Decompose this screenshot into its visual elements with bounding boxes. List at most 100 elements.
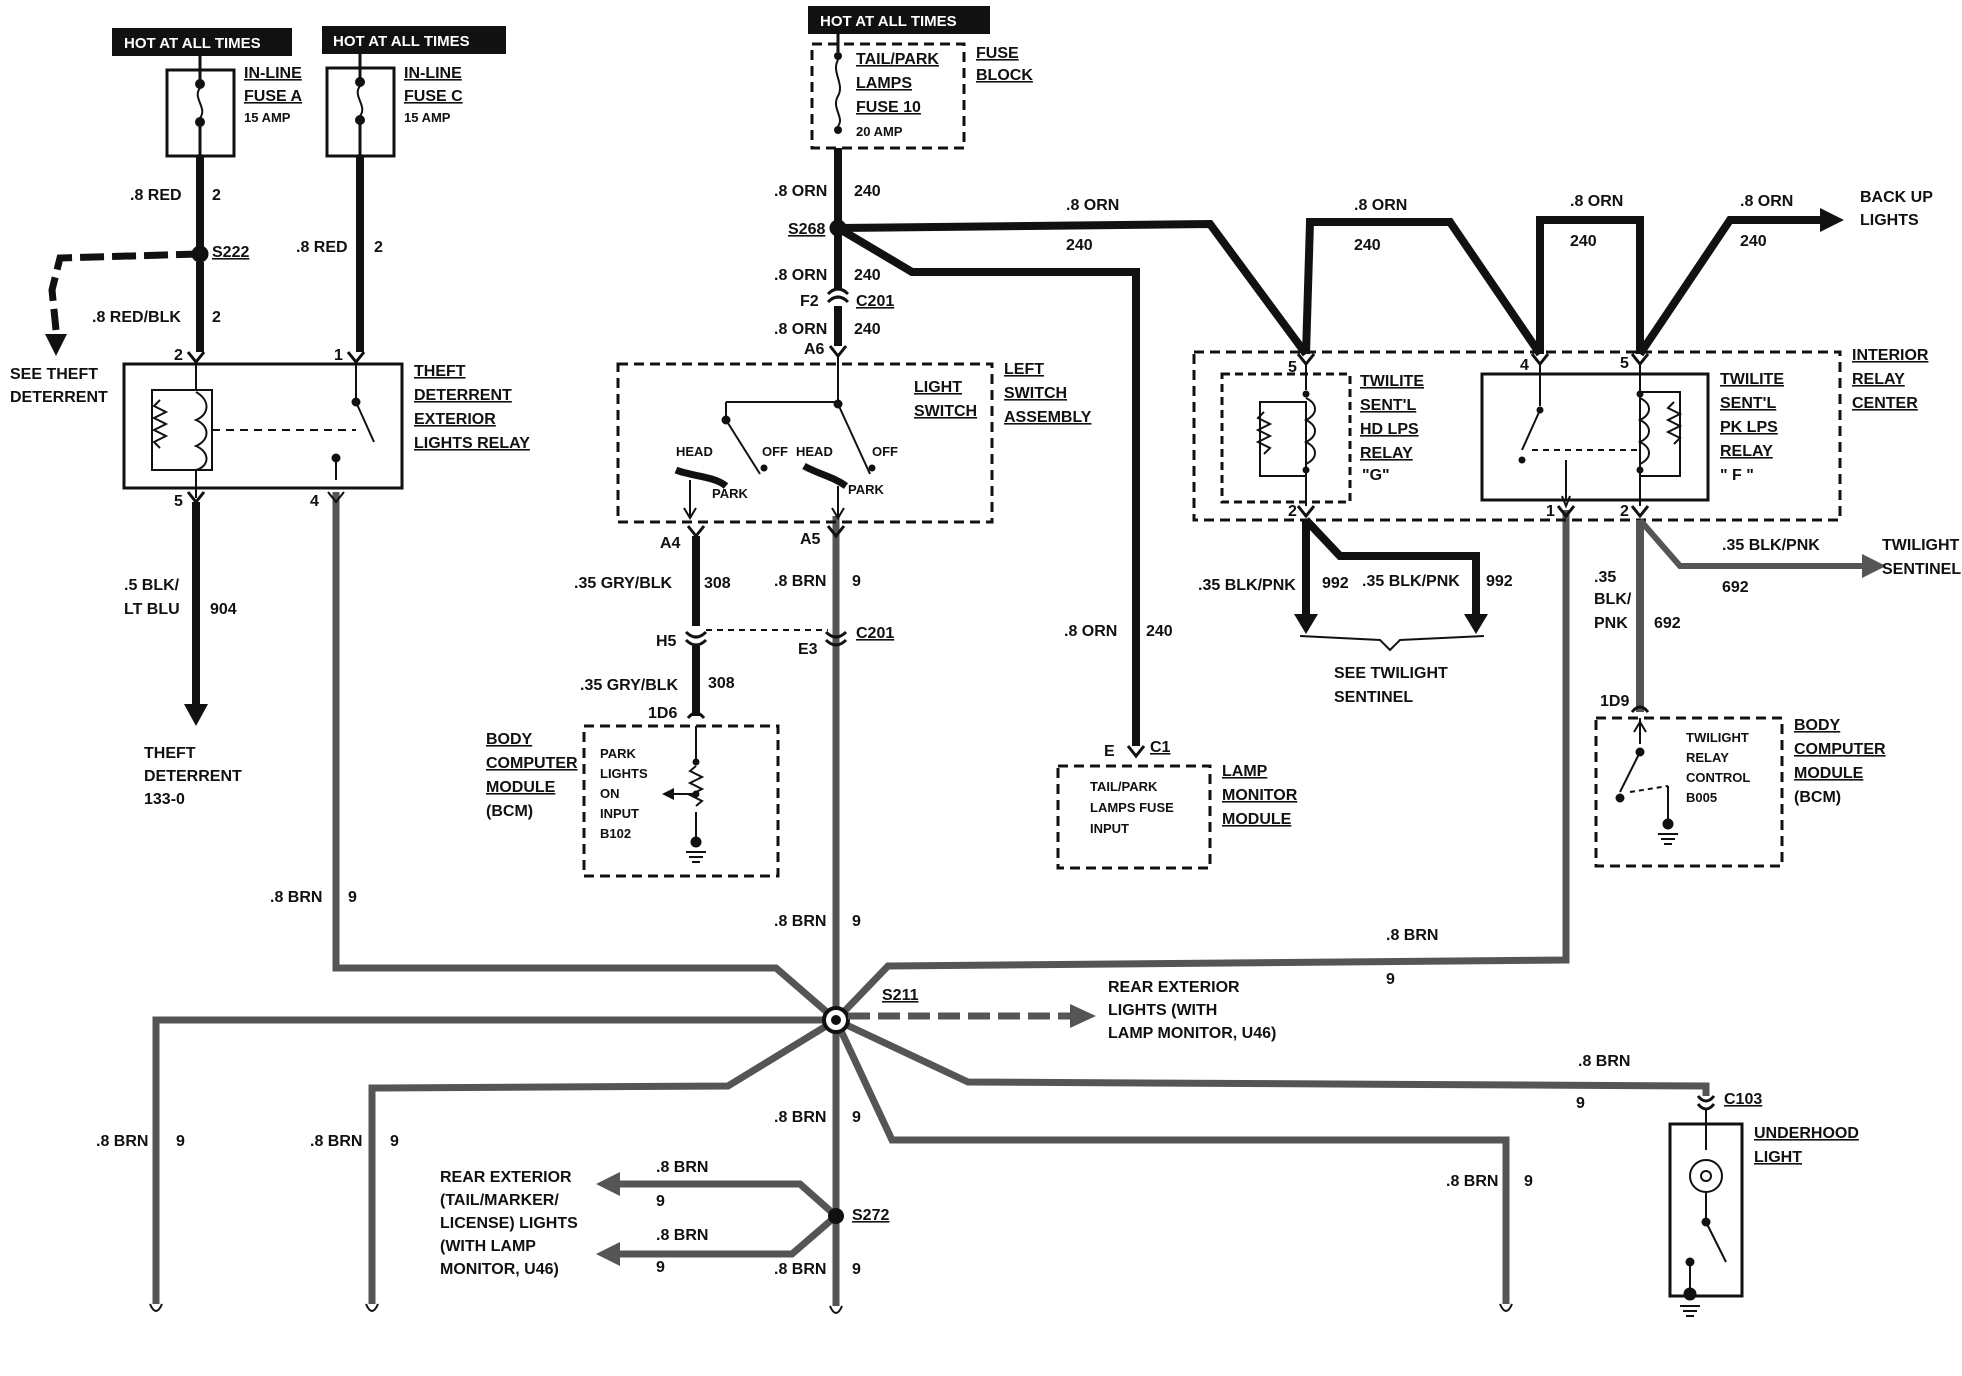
bcm-right-l3: MODULE (1794, 765, 1864, 782)
wire-label-blk-pnk-3: .35 BLK/PNK (1722, 537, 1820, 554)
theft-deterrent-l2: DETERRENT (144, 768, 242, 785)
wire-blk-pnk-992 (1294, 517, 1488, 652)
conn-1d6: 1D6 (648, 705, 677, 722)
wire-num-red-left: 2 (212, 187, 221, 204)
wire-num-orn-mid: 240 (854, 267, 881, 284)
light-switch-l2: SWITCH (914, 403, 977, 420)
twilight-ctrl-l1: TWILIGHT (1686, 730, 1749, 745)
fuse-block-title2: BLOCK (976, 67, 1033, 84)
twilite-hd-l3: HD LPS (1360, 421, 1419, 438)
see-twilight-l1: SEE TWILIGHT (1334, 665, 1448, 682)
conn-c201-low: C201 (856, 625, 894, 642)
fuse-block-l3: FUSE 10 (856, 99, 921, 116)
rear-ext-monitor-l1: REAR EXTERIOR (1108, 979, 1240, 996)
pin-1-theft: 1 (334, 347, 343, 364)
theft-relay-l4: LIGHTS RELAY (414, 435, 530, 452)
back-up-l2: LIGHTS (1860, 212, 1919, 229)
splice-s272: S272 (852, 1207, 889, 1224)
wire-num-blk-ltblu: 904 (210, 601, 237, 618)
conn-h5: H5 (656, 633, 677, 650)
wire-num-brn-b2: 9 (390, 1133, 399, 1150)
twilite-pk-l2: SENT'L (1720, 395, 1776, 412)
interior-relay-l1: INTERIOR (1852, 347, 1929, 364)
park-input-l3: ON (600, 786, 620, 801)
light-switch-assembly (616, 356, 994, 524)
wire-num-brn-a5: 9 (852, 573, 861, 590)
interior-relay-l2: RELAY (1852, 371, 1905, 388)
fuse-block (810, 34, 966, 150)
wire-label-gry-blk-2: .35 GRY/BLK (580, 677, 679, 694)
hot-label-c: HOT AT ALL TIMES (808, 6, 990, 34)
bcm-left-l1: BODY (486, 731, 533, 748)
wire-num-orn-lamp: 240 (1146, 623, 1173, 640)
pin-pk-1: 1 (1546, 503, 1555, 520)
wire-num-brn-b1: 9 (176, 1133, 185, 1150)
conn-f2: F2 (800, 293, 819, 310)
wire-num-brn-right: 9 (1386, 971, 1395, 988)
wire-num-brn-s272-b: 9 (656, 1259, 665, 1276)
rear-tail-l3: LICENSE) LIGHTS (440, 1215, 578, 1232)
wire-num-blk-pnk-3: 692 (1722, 579, 1749, 596)
bcm-right-l2: COMPUTER (1794, 741, 1886, 758)
splice-s211-node (822, 1006, 850, 1034)
bcm-left-l3: MODULE (486, 779, 556, 796)
switch-off-1: OFF (762, 444, 788, 459)
bcm-left-box (582, 724, 780, 878)
wire-label-orn-top: .8 ORN (774, 183, 827, 200)
wire-red-fuse-a (45, 156, 209, 356)
brown-ground-network (152, 492, 1710, 1306)
pin-4-theft: 4 (310, 493, 319, 510)
fuse-a-amp: 15 AMP (244, 110, 291, 125)
twilite-hd-l1: TWILITE (1360, 373, 1424, 390)
bcm-left-l2: COMPUTER (486, 755, 578, 772)
rear-tail-l4: (WITH LAMP (440, 1238, 536, 1255)
see-twilight-l2: SENTINEL (1334, 689, 1413, 706)
wire-num-brn-b3: 9 (1524, 1173, 1533, 1190)
rear-ext-monitor-arrow (1070, 1004, 1096, 1028)
wire-label-orn-low: .8 ORN (774, 321, 827, 338)
wire-label-brn-right: .8 BRN (1386, 927, 1438, 944)
wire-label-brn-s272-b: .8 BRN (656, 1227, 708, 1244)
wire-label-brn-lower: .8 BRN (774, 1109, 826, 1126)
bcm-right-box (1594, 716, 1784, 868)
wire-label-brn-b3: .8 BRN (1446, 1173, 1498, 1190)
wire-label-brn-center: .8 BRN (774, 913, 826, 930)
wire-num-orn-h4: 240 (1740, 233, 1767, 250)
twilite-pk-l3: PK LPS (1720, 419, 1778, 436)
rear-tail-arrows (596, 1172, 620, 1266)
theft-deterrent-l1: THEFT (144, 745, 196, 762)
svg-text:HOT AT ALL TIMES: HOT AT ALL TIMES (124, 35, 261, 52)
wire-num-orn-low: 240 (854, 321, 881, 338)
left-switch-l2: SWITCH (1004, 385, 1067, 402)
wire-num-red-right: 2 (374, 239, 383, 256)
switch-off-2: OFF (872, 444, 898, 459)
wire-num-brn-c103: 9 (1576, 1095, 1585, 1112)
wire-label-red-left: .8 RED (130, 187, 182, 204)
conn-a4: A4 (660, 535, 681, 552)
hot-label-b: HOT AT ALL TIMES (322, 26, 506, 54)
wire-gry-blk (684, 525, 828, 719)
splice-s268: S268 (788, 221, 825, 238)
wire-num-red-blk: 2 (212, 309, 221, 326)
pin-pk-2: 2 (1620, 503, 1629, 520)
park-input-l5: B102 (600, 826, 631, 841)
underhood-l1: UNDERHOOD (1754, 1125, 1859, 1142)
bcm-right-l4: (BCM) (1794, 789, 1841, 806)
twilight-ctrl-l4: B005 (1686, 790, 1717, 805)
fuse-c-line1: IN-LINE (404, 65, 462, 82)
underhood-light (1668, 1095, 1744, 1317)
park-input-l4: INPUT (600, 806, 639, 821)
twilite-pk-l5: " F " (1720, 467, 1754, 484)
twilite-hd-l4: RELAY (1360, 445, 1413, 462)
wire-num-orn-top: 240 (854, 183, 881, 200)
wire-label-blk-ltblu-1: .5 BLK/ (124, 577, 180, 594)
wire-label-red-blk: .8 RED/BLK (92, 309, 181, 326)
wire-num-gry-blk-2: 308 (708, 675, 735, 692)
fuse-c-line2: FUSE C (404, 88, 463, 105)
twilite-pk-l4: RELAY (1720, 443, 1773, 460)
theft-deterrent-l3: 133-0 (144, 791, 185, 808)
wire-label-orn-lamp: .8 ORN (1064, 623, 1117, 640)
left-switch-l3: ASSEMBLY (1004, 409, 1092, 426)
inline-fuse-a (165, 56, 236, 158)
pin-5-theft: 5 (174, 493, 183, 510)
